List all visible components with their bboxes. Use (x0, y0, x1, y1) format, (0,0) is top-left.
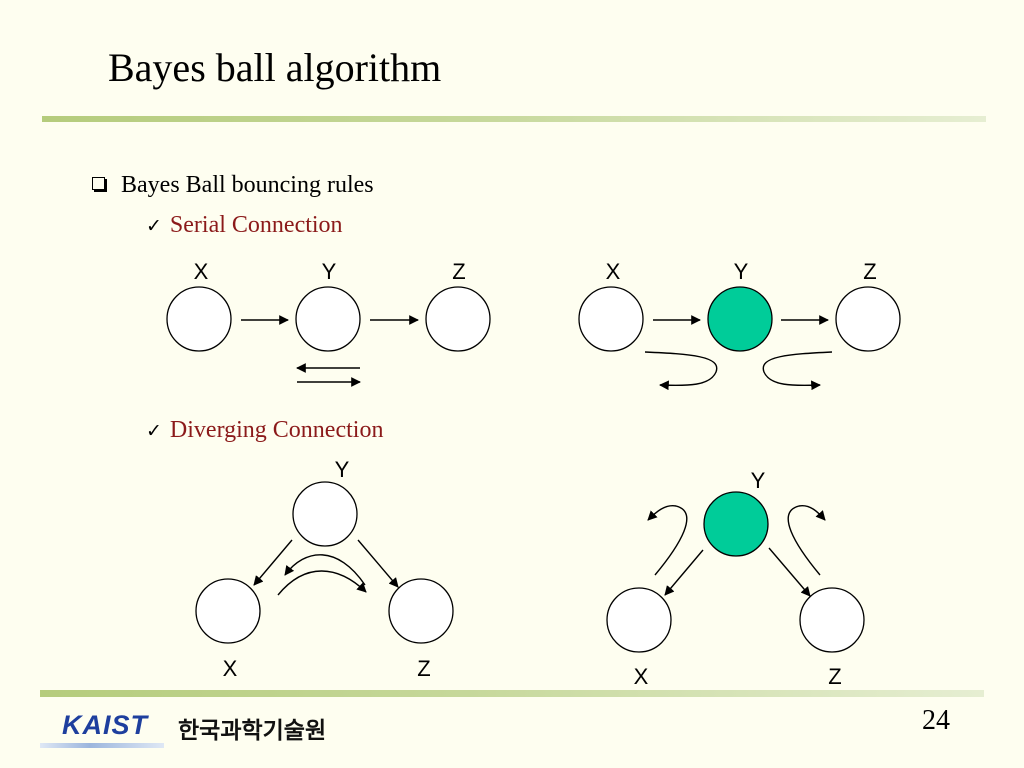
node-y (295, 286, 361, 352)
node-z (425, 286, 491, 352)
node-x (578, 286, 644, 352)
node-y-observed (703, 491, 769, 557)
node-label-z: Z (828, 664, 841, 689)
title-divider (42, 116, 986, 122)
main-bullet: Bayes Ball bouncing rules (92, 172, 374, 199)
node-label-x: X (194, 259, 209, 284)
node-label-z: Z (863, 259, 876, 284)
ball-bounce-x (647, 505, 688, 576)
edge-y-z (768, 547, 811, 597)
node-z (835, 286, 901, 352)
node-label-y: Y (322, 259, 337, 284)
checkmark-icon: ✓ (146, 420, 162, 442)
sub-item-serial: ✓ Serial Connection (146, 212, 343, 239)
node-label-x: X (634, 664, 649, 689)
logo-underline (40, 743, 164, 748)
node-label-y: Y (335, 457, 350, 482)
node-y (292, 481, 358, 547)
node-label-z: Z (452, 259, 465, 284)
edge-y-x (664, 549, 704, 596)
node-x (195, 578, 261, 644)
node-label-y: Y (751, 468, 766, 493)
serial-observed-diagram: X Y Z (578, 259, 901, 391)
footer-divider (40, 690, 984, 697)
ball-bounce-z (787, 505, 826, 576)
sub-item-diverging-text: Diverging Connection (169, 417, 384, 443)
edge-y-z (357, 539, 399, 588)
node-label-x: X (223, 656, 238, 681)
node-y-observed (707, 286, 773, 352)
node-x (166, 286, 232, 352)
kaist-logo: KAIST (62, 710, 148, 740)
node-label-z: Z (417, 656, 430, 681)
node-label-x: X (606, 259, 621, 284)
node-z (799, 587, 865, 653)
ball-bounce-left (644, 351, 718, 391)
main-bullet-text: Bayes Ball bouncing rules (121, 172, 374, 198)
page-number: 24 (922, 705, 950, 736)
ball-bounce-right (762, 351, 833, 391)
diverging-unobserved-diagram: Y X Z (195, 457, 454, 681)
checkmark-icon: ✓ (146, 215, 162, 237)
square-bullet-icon (92, 177, 105, 190)
sub-item-serial-text: Serial Connection (169, 212, 343, 238)
ball-path-z-to-x (284, 554, 366, 586)
node-label-y: Y (734, 259, 749, 284)
kaist-korean-name: 한국과학기술원 (178, 718, 327, 744)
node-z (388, 578, 454, 644)
sub-item-diverging: ✓ Diverging Connection (146, 417, 383, 444)
diverging-observed-diagram: Y X Z (606, 468, 865, 689)
ball-path-x-to-z (277, 570, 367, 596)
node-x (606, 587, 672, 653)
serial-unobserved-diagram: X Y Z (166, 259, 491, 387)
edge-y-x (253, 539, 293, 586)
slide-title: Bayes ball algorithm (108, 45, 442, 90)
